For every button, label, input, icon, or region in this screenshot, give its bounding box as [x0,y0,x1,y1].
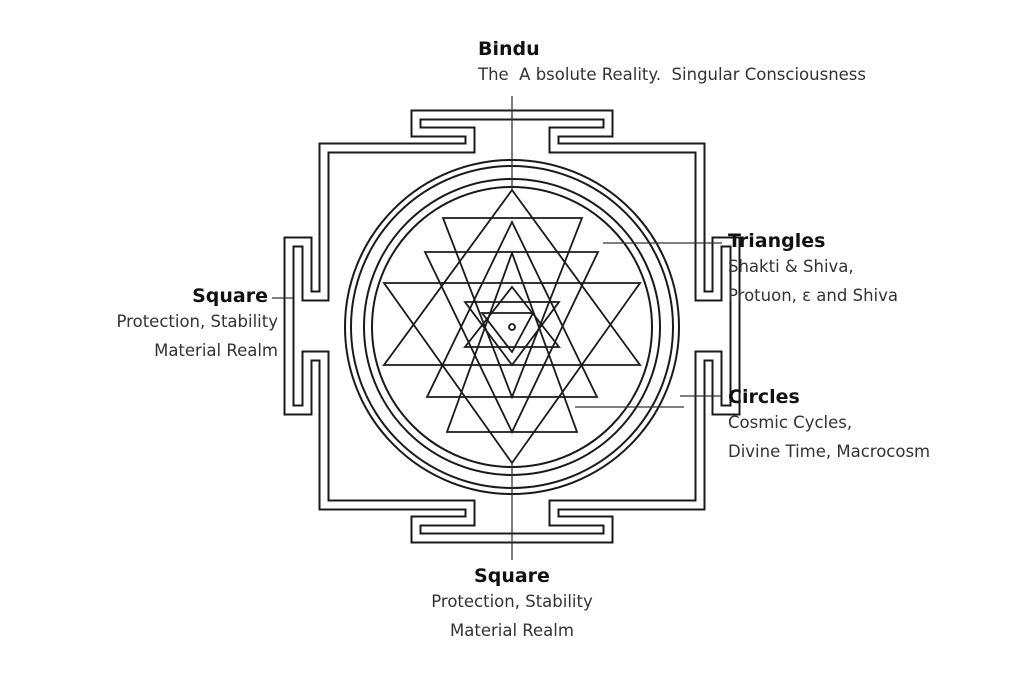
triangles-line-1: Shakti & Shiva, [728,257,854,276]
square-left-line-2: Material Realm [154,341,278,360]
square-left-title: Square [192,285,268,307]
circles-line-2: Divine Time, Macrocosm [728,442,931,461]
square-bottom-title: Square [474,565,550,587]
bindu-dot [508,323,516,331]
triangles-label: Triangles Shakti & Shiva, Protuon, ε and… [728,230,898,310]
inner-circle-2 [371,186,653,468]
square-left-line-1: Protection, Stability [116,312,278,331]
bindu-title: Bindu [478,38,540,60]
circles-label: Circles Cosmic Cycles, Divine Time, Macr… [728,386,930,466]
shakti-triangle-1 [382,282,642,465]
shakti-triangle-4 [463,301,561,367]
square-bottom-line-1: Protection, Stability [431,592,593,611]
circles-title: Circles [728,386,800,408]
shiva-triangle-4 [463,285,561,348]
square-left-label: Square Protection, Stability Material Re… [117,285,278,365]
bindu-description: The A bsolute Reality. Singular Consciou… [478,65,866,84]
triangles-title: Triangles [728,230,826,252]
square-bottom-line-2: Material Realm [450,621,574,640]
shakti-triangle-2 [423,251,600,435]
shakti-triangle-3 [441,217,584,400]
shakti-triangle-5 [480,312,535,354]
triangles-line-2: Protuon, ε and Shiva [728,286,898,305]
square-bottom-label: Square Protection, Stability Material Re… [362,565,662,645]
bindu-label: Bindu The A bsolute Reality. Singular Co… [478,38,866,89]
circles-line-1: Cosmic Cycles, [728,413,853,432]
bhupura-square-gap [285,111,739,542]
